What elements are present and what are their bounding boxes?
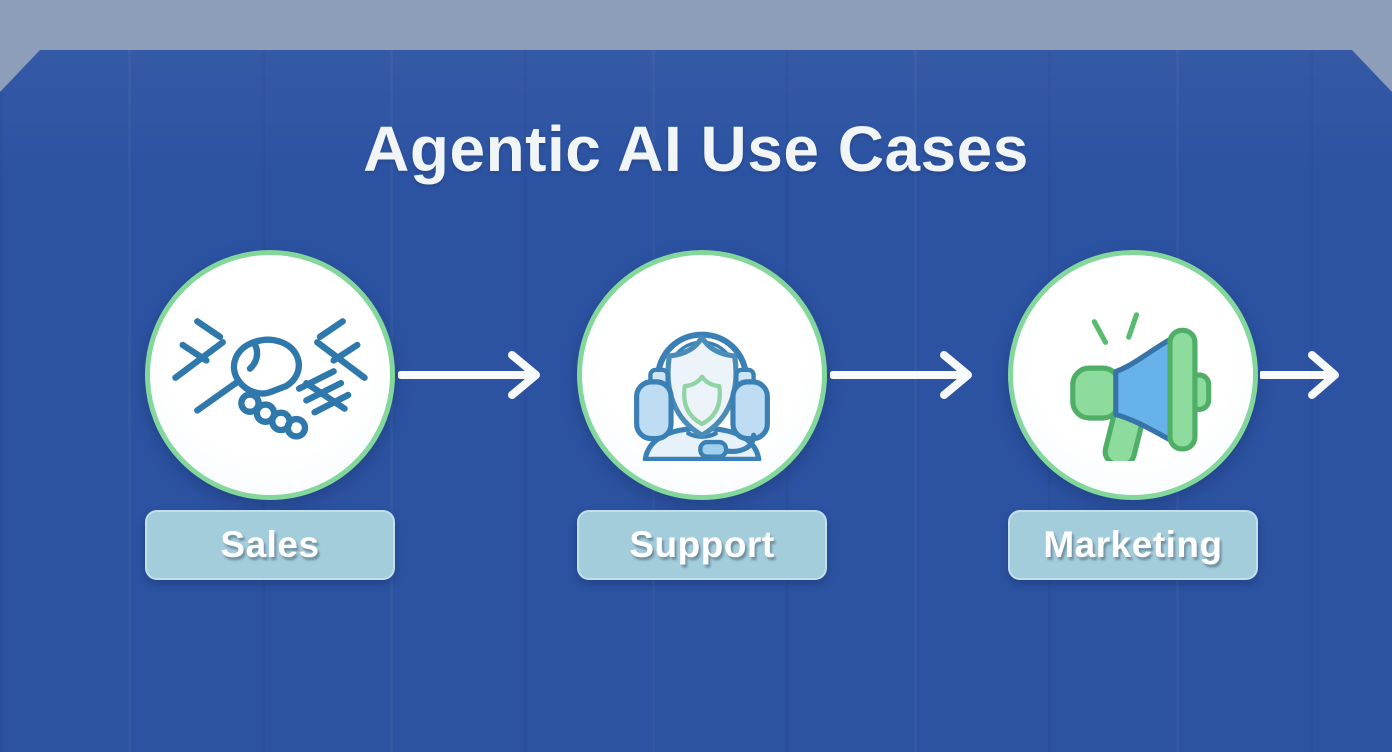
support-icon-circle bbox=[577, 250, 827, 500]
marketing-label-text: Marketing bbox=[1043, 524, 1223, 565]
arrow-right-icon bbox=[398, 351, 540, 399]
arrow-right-icon bbox=[830, 351, 972, 399]
marketing-label: Marketing bbox=[1008, 510, 1258, 580]
sales-icon-circle bbox=[145, 250, 395, 500]
page-title: Agentic AI Use Cases bbox=[363, 113, 1029, 185]
arrow-right-icon bbox=[1260, 351, 1339, 399]
support-agent-icon bbox=[634, 331, 770, 461]
support-label: Support bbox=[577, 510, 827, 580]
support-label-text: Support bbox=[629, 524, 775, 565]
handshake-icon bbox=[172, 318, 368, 440]
megaphone-icon bbox=[1070, 312, 1212, 461]
marketing-icon-circle bbox=[1008, 250, 1258, 500]
sales-label: Sales bbox=[145, 510, 395, 580]
sales-label-text: Sales bbox=[220, 524, 320, 565]
